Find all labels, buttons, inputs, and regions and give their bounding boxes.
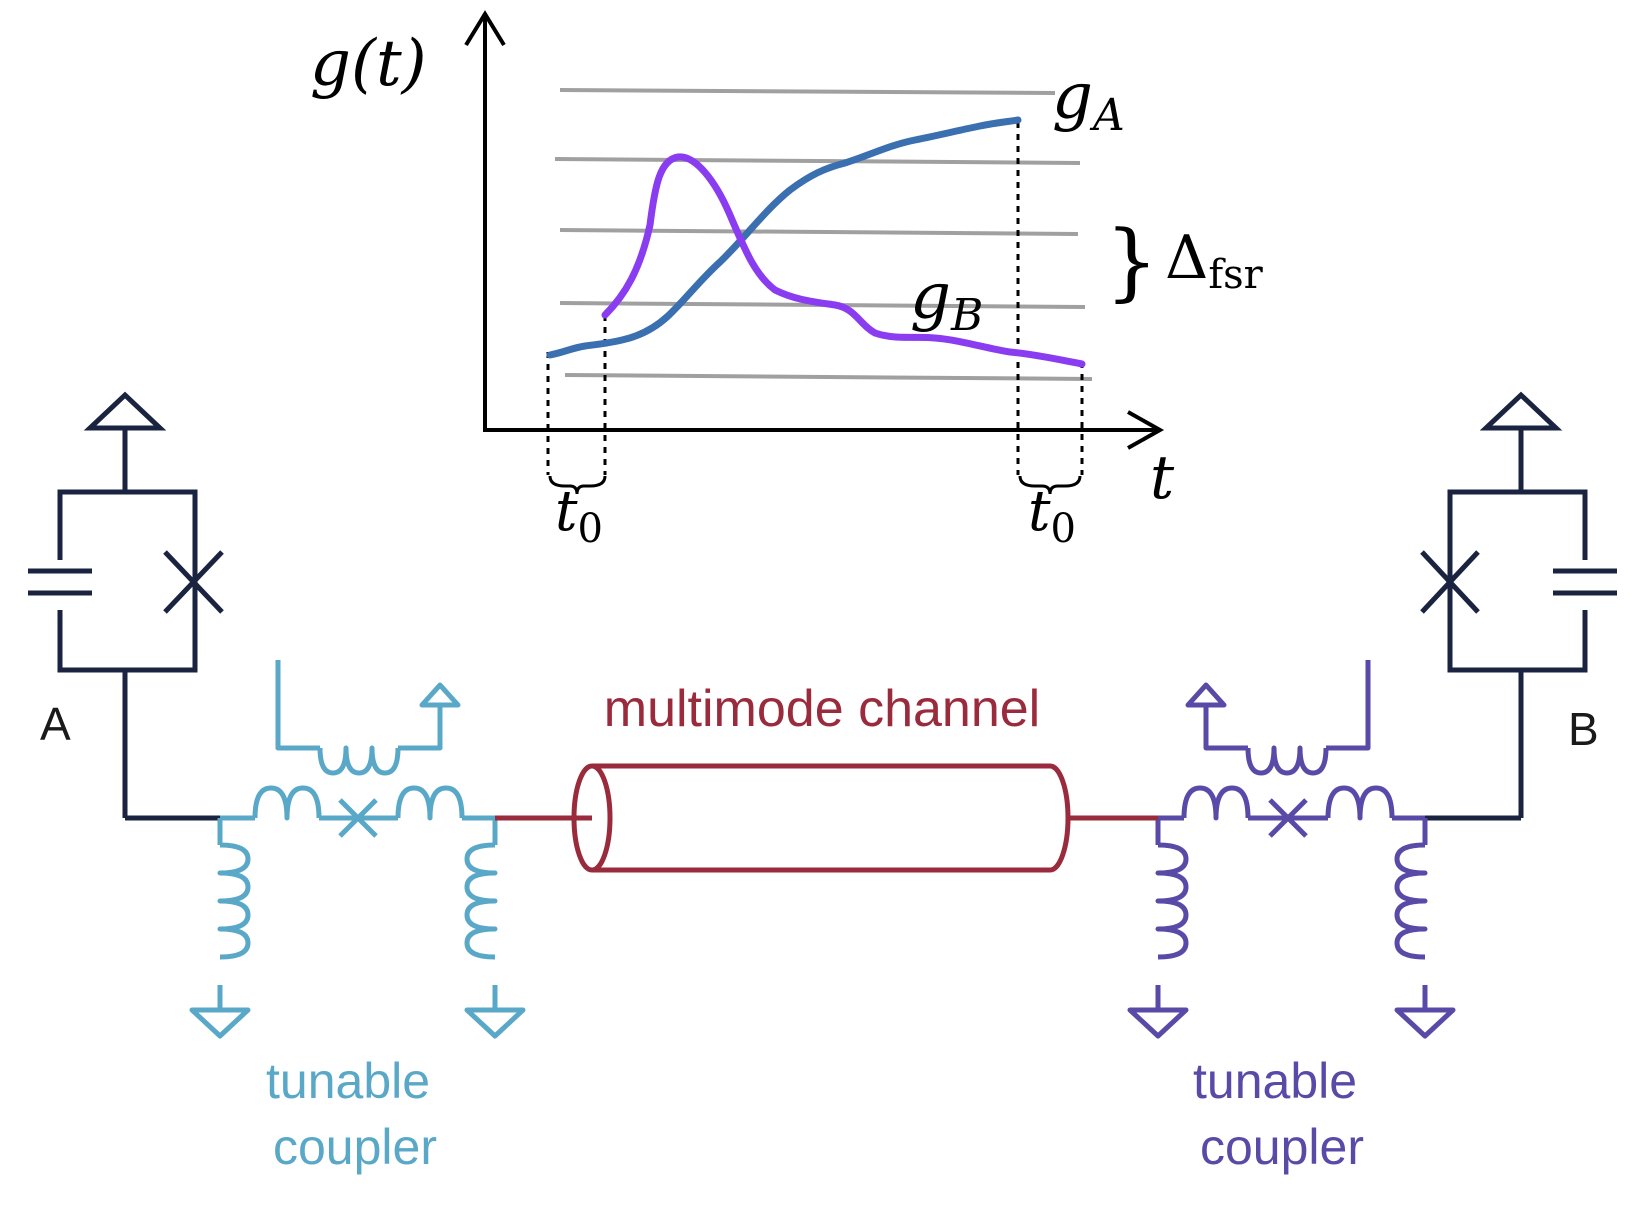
gridline [559,88,1056,95]
x-axis-arrow-icon [1127,410,1165,450]
ground-icon [419,682,461,708]
inductor-icon [252,785,322,821]
inductor-icon [1181,785,1251,821]
inductor-icon [1325,785,1395,821]
coupler-left-label: tunable coupler [266,1053,444,1175]
qubit-a [28,391,224,821]
axes [464,10,1165,450]
brace-right-icon [1018,475,1082,495]
t0-left-sub: 0 [578,506,603,552]
ground-icon [83,391,167,431]
ground-icon [464,1007,526,1039]
curve-g-a [546,116,1022,359]
curve-a-label: gA [1052,60,1125,141]
tunable-coupler-right [1127,660,1456,1039]
transmission-line-icon [571,763,1071,873]
tunable-coupler-left [189,660,526,1039]
gridline [554,157,1081,165]
inductor-icon [317,745,401,776]
plot: g(t) t gA gB } Δfsr t0 t0 [310,10,1264,552]
t0-left-label: t0 [555,479,603,552]
t0-right-label: t0 [1028,479,1076,552]
y-axis-label: g(t) [310,27,427,101]
capacitor-icon [1553,560,1617,610]
channel-label: multimode channel [604,680,1040,738]
josephson-junction-icon [163,550,224,614]
inductor-icon [464,842,498,960]
x-axis-label: t [1150,443,1175,513]
gridline [564,373,1093,381]
spacing-label: Δfsr [1165,223,1264,298]
qubit-a-label: A [40,698,71,750]
coupler-left-line1: tunable [266,1053,430,1109]
inductor-icon [1155,842,1189,960]
inductor-icon [1394,842,1428,960]
curve-a-label-sub: A [1089,90,1125,141]
inductor-icon [1245,745,1329,776]
spacing-label-main: Δ [1165,223,1208,293]
qubit-b [1420,391,1617,821]
t0-left-main: t [555,479,578,544]
coupler-left-line2: coupler [273,1119,437,1175]
coupler-right-line2: coupler [1200,1119,1364,1175]
josephson-junction-icon [1420,550,1480,614]
t0-braces [548,475,1082,495]
inductor-icon [217,842,251,960]
curve-a-label-main: g [1052,60,1093,134]
curve-b-label: gB [910,260,983,341]
ground-icon [1127,1007,1189,1039]
spacing-label-sub: fsr [1208,252,1263,298]
josephson-junction-icon [338,798,378,838]
josephson-junction-icon [1268,798,1308,838]
ground-icon [1394,1007,1456,1039]
qubit-b-label: B [1568,703,1599,755]
curve-g-b [601,153,1086,368]
circuit: A B multimode channel tunable coupler tu… [28,391,1617,1175]
inductor-icon [395,785,465,821]
capacitor-icon [28,560,92,610]
brace-left-icon [548,475,607,495]
t0-right-main: t [1028,479,1051,544]
curve-b-label-sub: B [950,290,983,341]
gridline [559,228,1079,236]
coupler-right-label: tunable coupler [1193,1053,1371,1175]
t0-right-sub: 0 [1051,506,1076,552]
curve-b-label-main: g [910,260,951,334]
ground-icon [189,1007,251,1039]
coupler-right-line1: tunable [1193,1053,1357,1109]
multimode-channel [495,763,1158,873]
ground-icon [1479,391,1563,431]
ground-icon [1185,682,1227,708]
y-axis-arrow-icon [464,10,506,47]
spacing-brace: } [1105,212,1158,310]
